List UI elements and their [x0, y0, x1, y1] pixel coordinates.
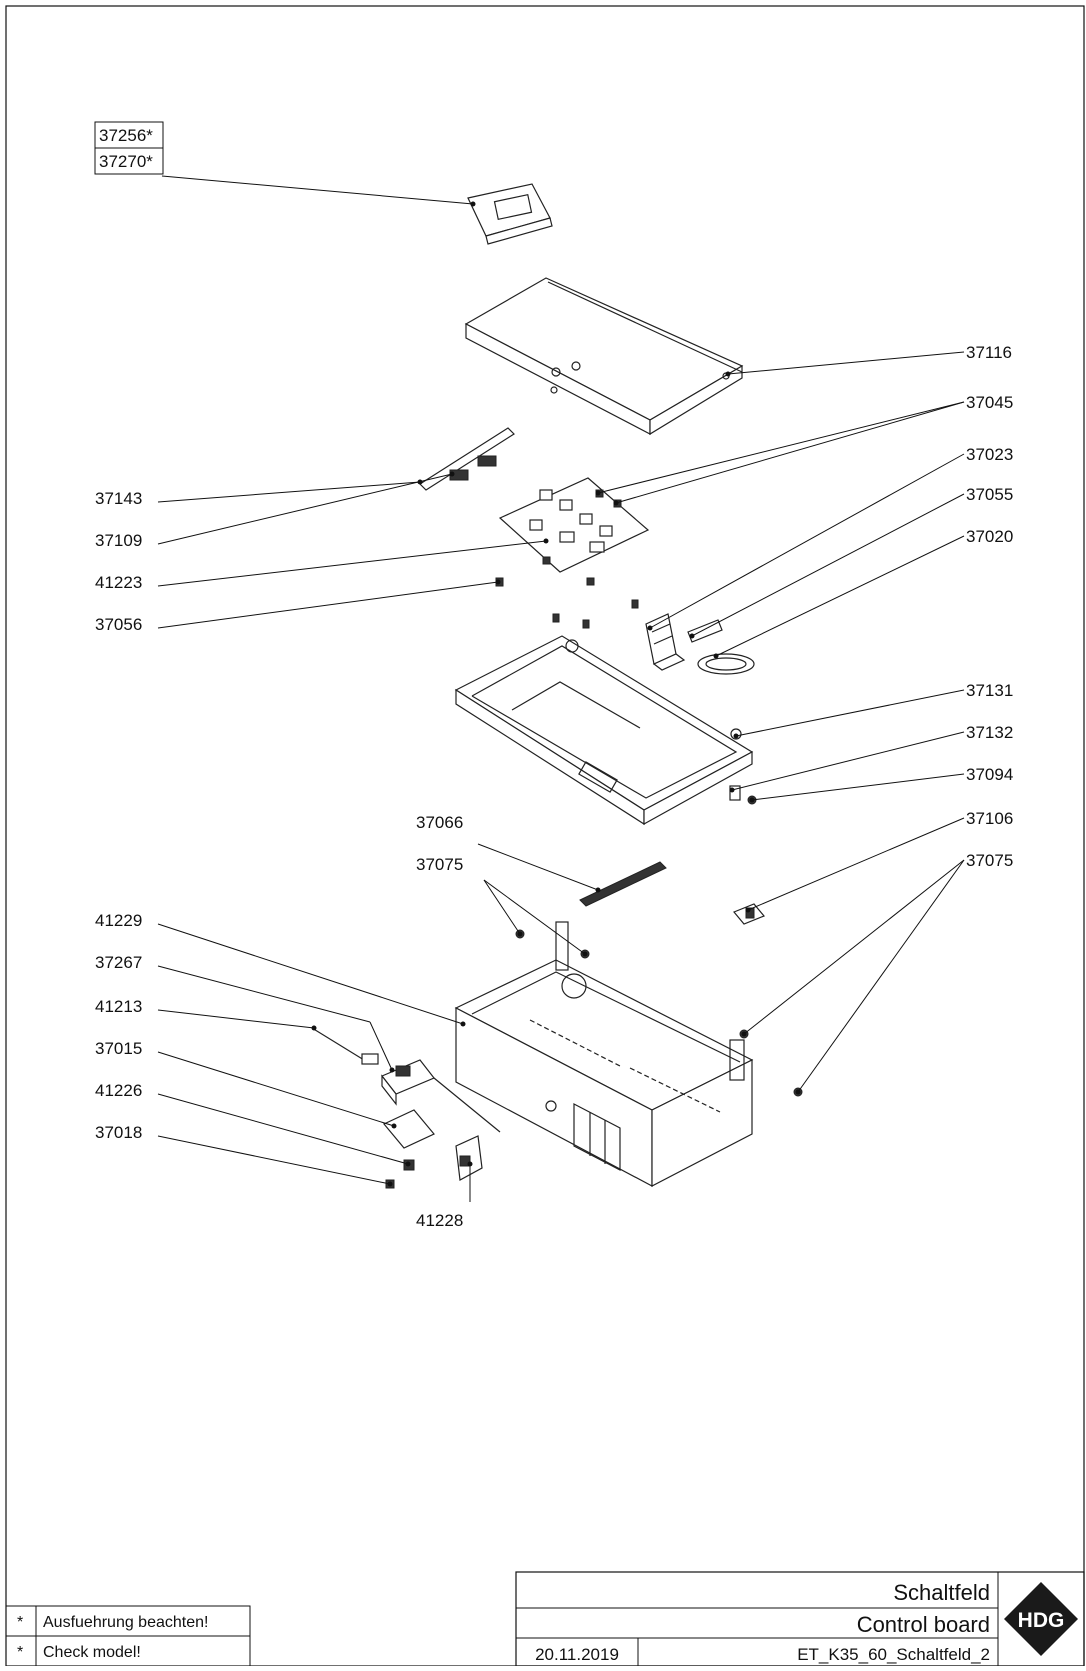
hdg-logo-text: HDG — [1018, 1609, 1065, 1632]
cover-plate — [464, 277, 744, 436]
label-37109: 37109 — [95, 531, 142, 550]
label-37023: 37023 — [966, 445, 1013, 464]
title-german: Schaltfeld — [893, 1580, 990, 1605]
note-mark-1: * — [17, 1614, 23, 1631]
control-pcb — [419, 427, 650, 573]
hdg-logo: HDG — [1004, 1582, 1078, 1656]
label-37015: 37015 — [95, 1039, 142, 1058]
label-37094: 37094 — [966, 765, 1013, 784]
label-41213: 41213 — [95, 997, 142, 1016]
drawing-date: 20.11.2019 — [535, 1645, 619, 1664]
label-37075-middle: 37075 — [416, 855, 463, 874]
label-37018: 37018 — [95, 1123, 142, 1142]
label-37267: 37267 — [95, 953, 142, 972]
left-labels: 37143 37109 41223 37056 41229 37267 4121… — [95, 489, 142, 1142]
label-37143: 37143 — [95, 489, 142, 508]
leader-lines — [157, 175, 965, 1202]
label-37256: 37256* — [99, 126, 153, 145]
terminal-strip — [579, 861, 667, 907]
label-41223: 41223 — [95, 573, 142, 592]
label-37045: 37045 — [966, 393, 1013, 412]
label-box-37270 — [94, 147, 164, 175]
switch-and-cable — [687, 619, 755, 675]
base-housing — [454, 921, 754, 1187]
label-37132: 37132 — [966, 723, 1013, 742]
label-37020: 37020 — [966, 527, 1013, 546]
label-37116: 37116 — [966, 343, 1012, 362]
label-37131: 37131 — [966, 681, 1013, 700]
small-components — [311, 1027, 501, 1189]
label-37066: 37066 — [416, 813, 463, 832]
middle-labels: 37066 37075 41228 — [416, 813, 463, 1230]
relay-block — [645, 613, 686, 671]
label-37270: 37270* — [99, 152, 153, 171]
label-41229: 41229 — [95, 911, 142, 930]
label-37075-right: 37075 — [966, 851, 1013, 870]
drawing-number: ET_K35_60_Schaltfeld_2 — [797, 1645, 990, 1664]
note-text-2: Check model! — [43, 1644, 141, 1661]
note-text-1: Ausfuehrung beachten! — [43, 1614, 208, 1631]
note-mark-2: * — [17, 1644, 23, 1661]
notes-table: * Ausfuehrung beachten! * Check model! — [5, 1605, 251, 1667]
right-labels: 37116 37045 37023 37055 37020 37131 3713… — [966, 343, 1013, 870]
label-37106: 37106 — [966, 809, 1013, 828]
label-41226: 41226 — [95, 1081, 142, 1100]
fuse-holder — [733, 903, 765, 925]
label-41228: 41228 — [416, 1211, 463, 1230]
boxed-labels: 37256* 37270* — [94, 121, 164, 175]
label-37055: 37055 — [966, 485, 1013, 504]
title-block: Schaltfeld Control board 20.11.2019 ET_K… — [515, 1571, 1085, 1667]
housing-tray — [454, 635, 754, 826]
display-module — [467, 183, 553, 245]
title-english: Control board — [857, 1612, 990, 1637]
label-37056: 37056 — [95, 615, 142, 634]
